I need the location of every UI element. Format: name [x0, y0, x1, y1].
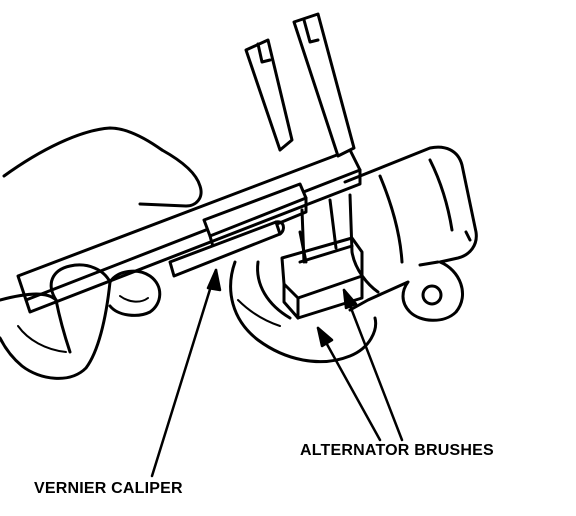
label-alternator-brushes: ALTERNATOR BRUSHES	[300, 442, 494, 459]
regulator-body	[343, 145, 478, 322]
leader-brushes-b	[342, 288, 404, 442]
hand	[0, 126, 203, 380]
arrowhead-caliper	[206, 268, 222, 292]
brush-holder-housing	[229, 260, 378, 364]
leader-caliper	[150, 268, 218, 478]
vernier-caliper	[16, 12, 362, 314]
leader-lines	[150, 268, 404, 478]
arrowhead-brushes-b	[342, 288, 358, 310]
arrowhead-brushes-a	[316, 326, 334, 348]
leader-brushes-a	[316, 326, 382, 442]
label-vernier-caliper: VERNIER CALIPER	[34, 480, 183, 497]
